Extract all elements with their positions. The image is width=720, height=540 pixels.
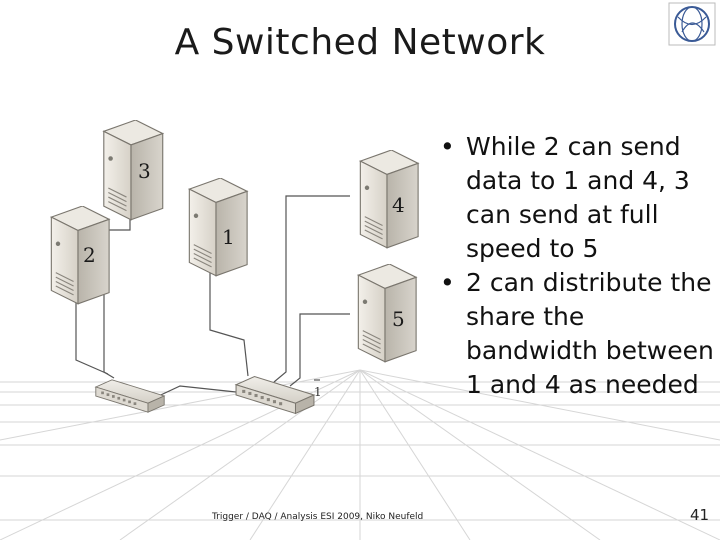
- bullet-item: • While 2 can send data to 1 and 4, 3 ca…: [438, 130, 718, 266]
- switch-left[interactable]: [95, 379, 165, 413]
- bullet-dot-icon: •: [440, 132, 455, 161]
- switch-port-label: 1: [314, 385, 322, 399]
- bullet-list: • While 2 can send data to 1 and 4, 3 ca…: [438, 130, 718, 402]
- server-3-label: 3: [138, 159, 151, 183]
- server-2[interactable]: 2: [50, 206, 110, 305]
- link-server1-switch: [209, 262, 249, 377]
- cern-logo-icon: [668, 2, 716, 46]
- server-4[interactable]: 4: [359, 150, 419, 249]
- server-4-label: 4: [392, 193, 405, 217]
- server-5[interactable]: 5: [357, 264, 417, 363]
- server-5-label: 5: [392, 307, 405, 331]
- link-server4-switch: [273, 195, 350, 383]
- link-server5-switch: [289, 313, 350, 387]
- bullet-text: 2 can distribute the share the bandwidth…: [466, 268, 714, 399]
- server-3[interactable]: 3: [103, 120, 164, 221]
- bullet-text: While 2 can send data to 1 and 4, 3 can …: [466, 132, 690, 263]
- switch-right[interactable]: [235, 375, 315, 415]
- server-2-label: 2: [83, 243, 96, 267]
- bullet-dot-icon: •: [440, 268, 455, 297]
- bullet-item: • 2 can distribute the share the bandwid…: [438, 266, 718, 402]
- slide-title: A Switched Network: [174, 22, 546, 63]
- slide-footer: Trigger / DAQ / Analysis ESI 2009, Niko …: [212, 512, 424, 522]
- server-1-label: 1: [222, 225, 235, 249]
- server-1[interactable]: 1: [188, 178, 248, 277]
- page-number: 41: [690, 506, 710, 524]
